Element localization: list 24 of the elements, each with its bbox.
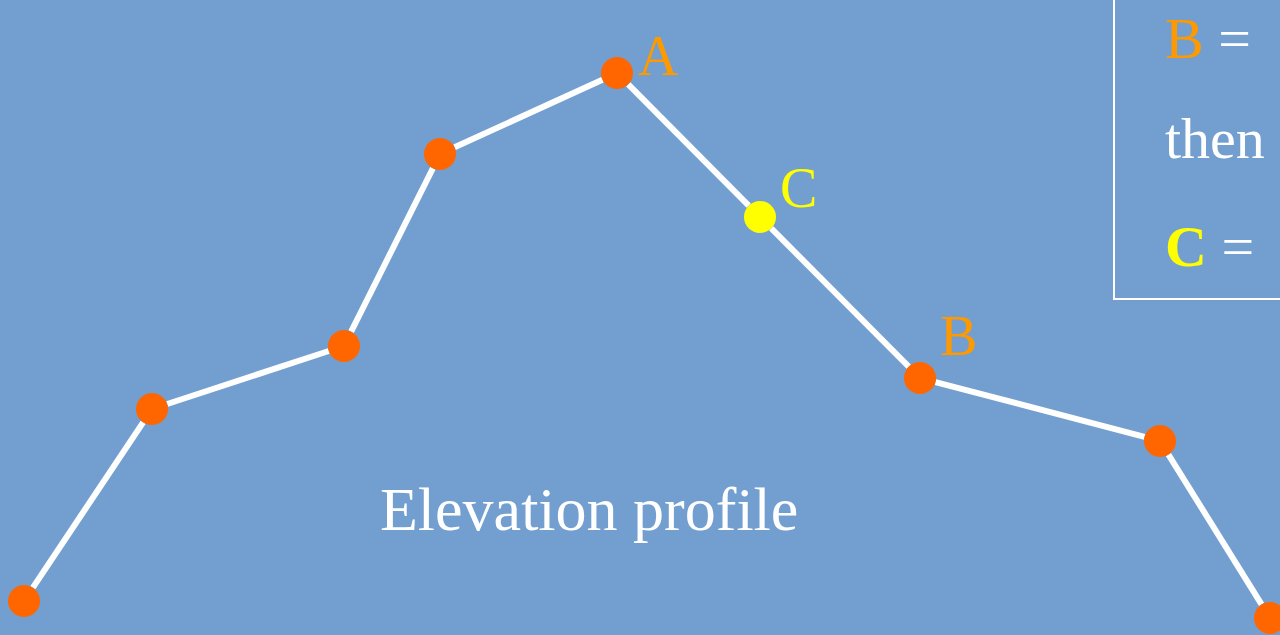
point-marker	[8, 585, 40, 617]
point-label: C	[780, 160, 818, 216]
profile-line	[769, 226, 911, 369]
point-marker	[744, 201, 776, 233]
point-marker	[601, 57, 633, 89]
profile-line	[166, 348, 330, 407]
formula-text: B =	[1165, 10, 1251, 68]
profile-line	[453, 76, 604, 151]
profile-line	[30, 420, 146, 590]
point-marker	[1254, 602, 1280, 634]
point-label: B	[940, 308, 978, 364]
profile-line	[626, 82, 751, 208]
profile-line	[934, 379, 1146, 440]
formula-text: C =	[1165, 218, 1255, 276]
point-label: A	[638, 28, 679, 84]
point-marker	[1144, 425, 1176, 457]
profile-line	[348, 166, 436, 334]
point-marker	[904, 362, 936, 394]
point-marker	[328, 330, 360, 362]
profile-line	[1165, 453, 1265, 606]
formula-text: then	[1165, 110, 1265, 168]
formula-panel	[1113, 0, 1280, 300]
point-marker	[136, 393, 168, 425]
point-marker	[424, 138, 456, 170]
